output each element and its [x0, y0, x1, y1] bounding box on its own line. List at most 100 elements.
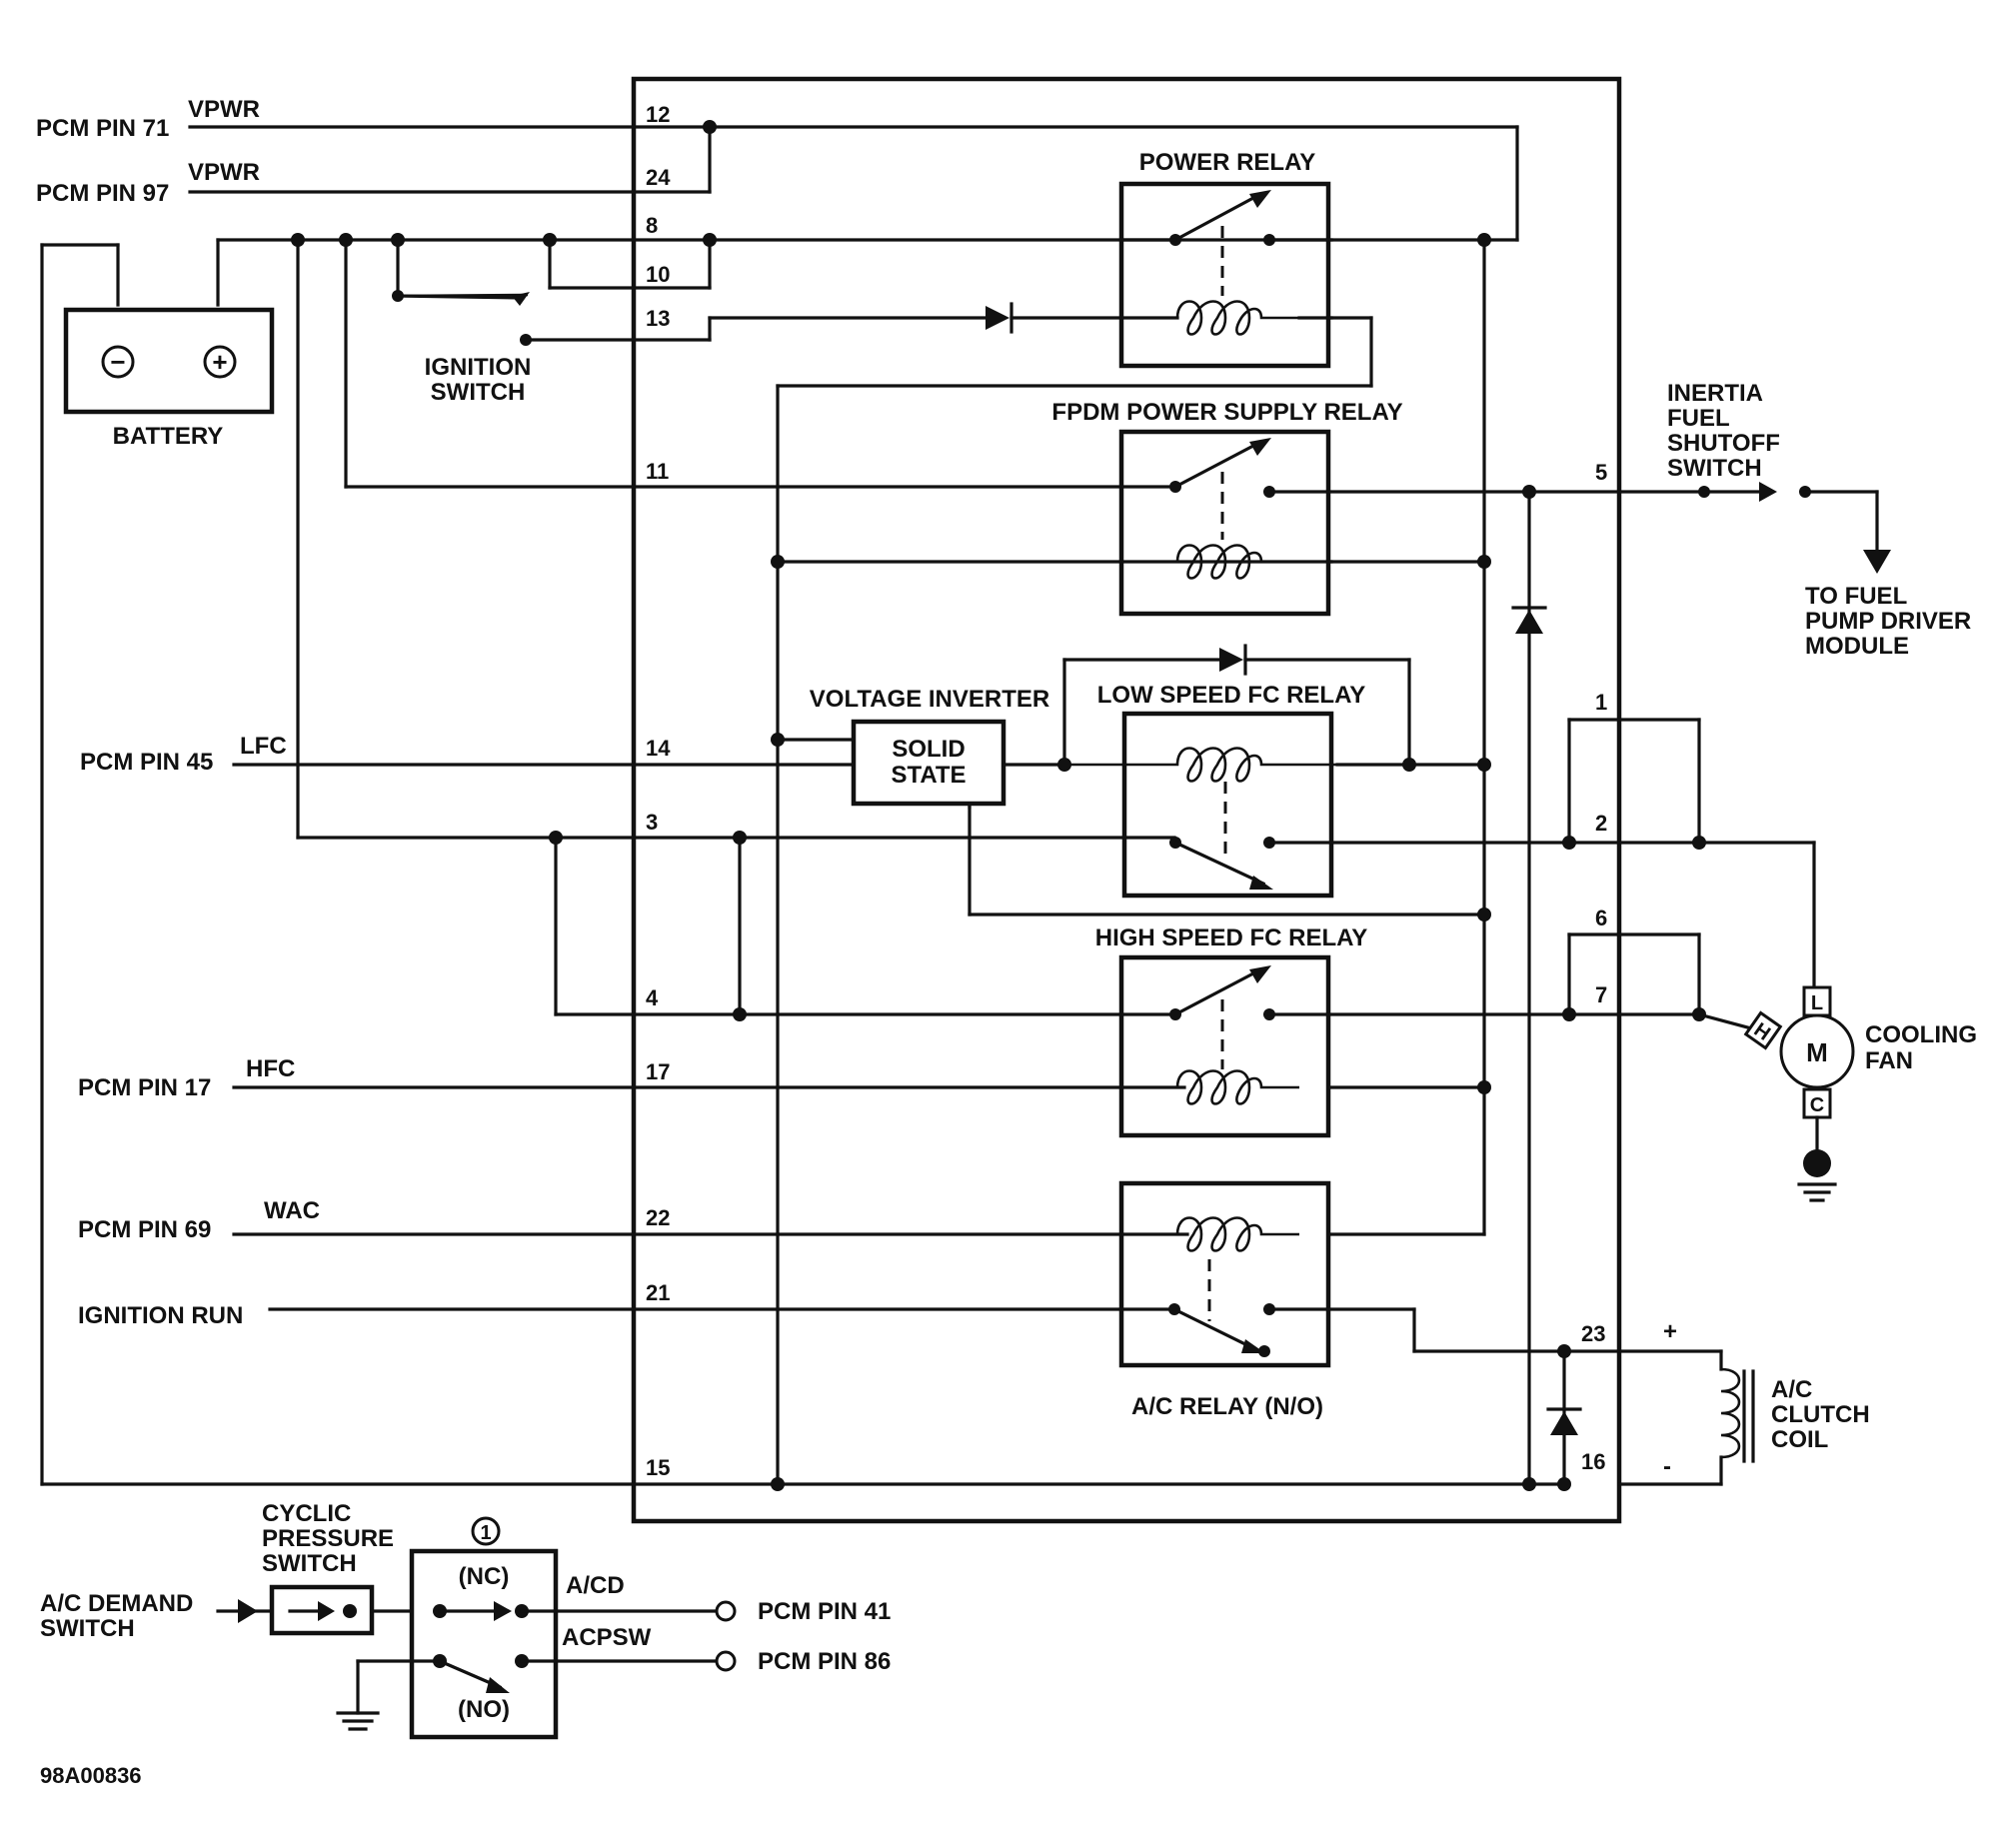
- output-pin: 2: [1595, 811, 1607, 836]
- internal-ground-bus: [776, 316, 1373, 1486]
- nc-label: (NC): [459, 1563, 510, 1590]
- inertia-label-1: INERTIA: [1667, 380, 1763, 407]
- ac-relay: A/C RELAY (N/O): [1118, 1180, 1723, 1420]
- output-pin: 5: [1595, 460, 1607, 485]
- ignition-switch-label-1: IGNITION: [425, 354, 532, 381]
- module-pin: 17: [646, 1059, 670, 1084]
- pcm-pin-45: PCM PIN 45: [80, 749, 213, 776]
- high-speed-fc-relay: HIGH SPEED FC RELAY: [1095, 924, 1701, 1138]
- motor-m-label: M: [1806, 1037, 1828, 1067]
- cooling-fan-label-2: FAN: [1865, 1047, 1913, 1074]
- module-pin: 14: [646, 736, 671, 761]
- left-labels: PCM PIN 71 VPWR PCM PIN 97 VPWR PCM PIN …: [36, 96, 320, 1329]
- module-pin: 4: [646, 985, 659, 1010]
- fpdm-relay-label: FPDM POWER SUPPLY RELAY: [1051, 399, 1402, 426]
- lfc-label: LFC: [240, 733, 287, 760]
- solid-state-label-1: SOLID: [892, 736, 965, 763]
- battery-label: BATTERY: [113, 423, 224, 450]
- cyclic-label-2: PRESSURE: [262, 1525, 394, 1552]
- pcm-pin-17: PCM PIN 17: [78, 1074, 211, 1101]
- callout-number: 1: [480, 1522, 491, 1544]
- no-label: (NO): [458, 1696, 510, 1723]
- wac-label: WAC: [264, 1197, 320, 1224]
- ac-relay-label: A/C RELAY (N/O): [1131, 1393, 1323, 1420]
- pcm-pin-41: PCM PIN 41: [758, 1598, 891, 1625]
- cyclic-label-1: CYCLIC: [262, 1500, 351, 1527]
- cooling-fan-wiring: [1567, 718, 1816, 1031]
- battery-negative-ground: [40, 238, 1566, 1486]
- pcm-pin-69: PCM PIN 69: [78, 1216, 211, 1243]
- module-pin: 13: [646, 306, 670, 331]
- pcm-pin-86: PCM PIN 86: [758, 1648, 891, 1675]
- output-pin: 23: [1581, 1321, 1605, 1346]
- pcm-pin-97: PCM PIN 97: [36, 180, 169, 207]
- module-pin: 22: [646, 1205, 670, 1230]
- module-pin-numbers: 12 24 8 10 13 11 14 3 4 17 22 21 15 5 1 …: [646, 102, 1607, 1480]
- ac-demand-circuit: A/C DEMAND SWITCH CYCLIC PRESSURE SWITCH…: [40, 1500, 891, 1740]
- module-pin: 21: [646, 1280, 670, 1305]
- low-speed-fc-relay: LOW SPEED FC RELAY: [1064, 682, 1816, 899]
- ignition-run-label: IGNITION RUN: [78, 1302, 243, 1329]
- constant-control-module: [631, 76, 1622, 1524]
- fuel-pump-clamp-diode: [1511, 493, 1547, 1486]
- hfc-label: HFC: [246, 1055, 295, 1082]
- vpwr-wiring: [188, 125, 1519, 242]
- motor-l-label: L: [1811, 992, 1823, 1014]
- output-pin: 7: [1595, 982, 1607, 1007]
- ac-clutch-label-2: CLUTCH: [1771, 1401, 1870, 1428]
- inertia-label-2: FUEL: [1667, 405, 1730, 432]
- ignition-switch-label-2: SWITCH: [431, 379, 526, 406]
- module-pin: 12: [646, 102, 670, 127]
- vpwr-label-1: VPWR: [188, 96, 260, 123]
- voltage-inverter: VOLTAGE INVERTER SOLID STATE: [810, 686, 1066, 810]
- pcm-signal-wires: [232, 763, 1189, 1311]
- cyclic-label-3: SWITCH: [262, 1550, 357, 1577]
- module-pin: 15: [646, 1455, 670, 1480]
- motor-c-label: C: [1810, 1094, 1824, 1116]
- power-relay: POWER RELAY: [1118, 149, 1333, 369]
- ac-clutch-label-3: COIL: [1771, 1426, 1828, 1453]
- figure-id: 98A00836: [40, 1763, 142, 1788]
- pcm-pin-71: PCM PIN 71: [36, 115, 169, 142]
- fpdm-power-supply-relay: FPDM POWER SUPPLY RELAY: [1051, 399, 1706, 617]
- battery-positive-bus: [216, 238, 1486, 840]
- cooling-fan-motor: M L C H COOLING FAN: [1743, 985, 1977, 1202]
- acd-label: A/CD: [566, 1572, 625, 1599]
- module-pin: 11: [646, 459, 669, 484]
- output-pin: 1: [1595, 690, 1607, 715]
- inertia-fuel-shutoff-switch: INERTIA FUEL SHUTOFF SWITCH TO FUEL PUMP…: [1667, 380, 1971, 660]
- output-pin: 16: [1581, 1449, 1605, 1474]
- ac-clutch-label-1: A/C: [1771, 1376, 1812, 1403]
- pin3-pin4-wiring: [554, 836, 1176, 1016]
- fuel-pump-label-1: TO FUEL: [1805, 583, 1907, 610]
- low-speed-relay-diode: [1062, 644, 1411, 767]
- inertia-label-4: SWITCH: [1667, 455, 1762, 482]
- fuel-pump-label-3: MODULE: [1805, 633, 1909, 660]
- battery-positive-terminal: +: [212, 347, 227, 377]
- acpsw-label: ACPSW: [562, 1624, 652, 1651]
- ac-demand-label-1: A/C DEMAND: [40, 1590, 193, 1617]
- inertia-label-3: SHUTOFF: [1667, 430, 1780, 457]
- output-pin: 6: [1595, 906, 1607, 930]
- low-speed-relay-label: LOW SPEED FC RELAY: [1097, 682, 1365, 709]
- vpwr-label-2: VPWR: [188, 159, 260, 186]
- ac-clutch-coil: + - A/C CLUTCH COIL: [1546, 1318, 1870, 1486]
- battery-negative-terminal: −: [110, 347, 125, 377]
- battery: − + BATTERY: [63, 307, 275, 450]
- voltage-inverter-label: VOLTAGE INVERTER: [810, 686, 1049, 713]
- power-relay-label: POWER RELAY: [1139, 149, 1315, 176]
- module-pin: 10: [646, 262, 670, 287]
- power-relay-diode: [986, 302, 1179, 334]
- clutch-plus: +: [1663, 1318, 1677, 1345]
- ac-demand-label-2: SWITCH: [40, 1615, 135, 1642]
- module-pin: 3: [646, 810, 658, 835]
- module-pin: 8: [646, 213, 658, 238]
- high-speed-relay-label: HIGH SPEED FC RELAY: [1095, 924, 1368, 951]
- junction-dots: [291, 120, 1706, 1491]
- solid-state-label-2: STATE: [891, 762, 966, 789]
- clutch-minus: -: [1663, 1453, 1671, 1480]
- cooling-fan-label-1: COOLING: [1865, 1021, 1977, 1048]
- fuel-pump-label-2: PUMP DRIVER: [1805, 608, 1971, 635]
- ignition-switch: IGNITION SWITCH: [392, 290, 987, 406]
